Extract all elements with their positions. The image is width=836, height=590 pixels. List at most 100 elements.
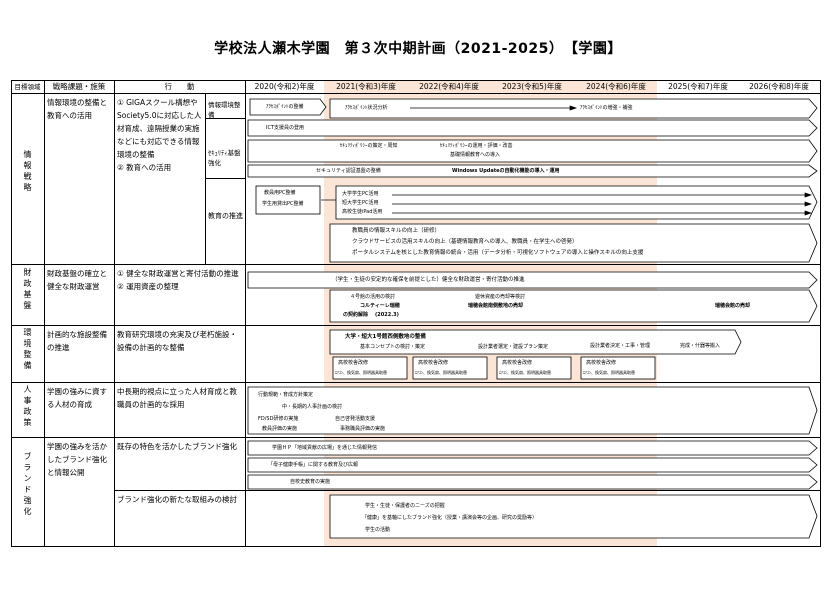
arrow-brand-hp [247,440,818,456]
arrow-security-policy [247,139,818,163]
arrow-hr [247,386,818,435]
header-year-2022: 2022(令和4)年度 [419,82,479,91]
item-cortile-date: (2022.3) [375,312,399,318]
arrow-asset [329,289,818,323]
arrow-brand-book [247,457,818,473]
item-student-activity: 学生の活動 [365,527,391,533]
item-hs-renov-3-detail: ｴｱｺﾝ、換気扇、照明器具取替 [499,370,551,375]
sub-info-env: 情報環境整備 [208,101,241,119]
item-ap-analysis: ｱｸｾｽﾎﾟｲﾝﾄ状況分析 [345,105,388,111]
item-needs: 学生・生徒・保護者のニーズの把握 [365,503,445,509]
item-cortile: コルティーレ瑞穂 [360,303,400,309]
action-info: ① GIGAスクール構想やSociety5.0に対応した人材育成、遠隔授業の実施… [117,98,202,172]
item-mch-book: 「母子健康手帳」に関する教育及び広報 [268,462,359,468]
box-hs-renov-1 [332,356,408,380]
item-cloud-skill: クラウドサービスの活用スキルの向上（基礎情報教育への導入、教職員・在学生への啓発… [352,239,578,245]
item-concept: 基本コンセプトの検討・策定 [360,344,426,350]
item-west-site: 大学・短大1号館西側敷地の整備 [345,334,426,340]
item-hs-renov-2: 高校校舎改修 [418,360,449,366]
action-brand-new: ブランド強化の新たな取組みの検討 [117,495,237,504]
strategy-hr: 学園の強みに資する人材の育成 [47,387,107,409]
item-ap-setup: ｱｸｾｽﾎﾟｲﾝﾄの整備 [266,104,304,110]
item-hs-renov-4-detail: ｴｱｺﾝ、換気扇、照明器具取替 [583,370,635,375]
item-fdsd: FD/SD研修の実施 [258,416,299,422]
item-ict: ICT支援員の登用 [266,125,305,131]
item-cortile-cancel: の契約解除 [343,312,369,318]
action-env: 教育研究環境の充実及び老朽施設・設備の計画的な整備 [117,330,237,352]
item-sec-policy: ｾｷｭﾘﾃｨﾎﾟﾘｼｰの策定・周知 [340,143,398,149]
item-self-dev: 自己啓発活動支援 [335,416,376,422]
box-hs-renov-4 [580,356,656,380]
item-idle-asset: 遊休資産の売却等検討 [475,294,526,300]
item-design-select: 設計業者選定・建設プラン策定 [478,344,549,350]
arrow-site [329,329,742,355]
item-hs-renov-4: 高校校舎改修 [586,360,617,366]
box-pc-setup [255,185,321,215]
page-title: 学校法人瀬木学園 第３次中期計画（2021-2025） 【学園】 [214,41,622,57]
item-portal: ポータルシステムを核とした教育情報の統合・活用（データ分析・可視化ソフトウェアの… [352,250,644,256]
item-mizuho-south: 瑞穂会館南側敷地の売却 [468,303,524,309]
sub-security: ｾｷｭﾘﾃｨ基盤強化 [208,149,241,167]
arrow-ict [247,119,818,137]
arrow-brand-new [329,494,818,539]
item-complete: 完成・什器等搬入 [680,343,721,349]
item-hs-ipad: 高校生徒iPad活用 [342,209,383,215]
area-info: 情報戦略 [23,150,32,194]
arrow-ap-setup [249,98,327,116]
item-hr-plan: 中・長期的人事計画の検討 [282,404,343,410]
item-health-brand: 「健康」を基軸にしたブランド強化（授業・講演会等の企画、研究の奨励等） [362,515,538,521]
area-hr: 人事政策 [23,385,32,429]
action-hr: 中長期的視点に立った人材育成と教職員の計画的な採用 [117,387,237,409]
strategy-brand: 学園の強みを活かしたブランド強化と情報公開 [47,442,107,477]
box-hs-renov-3 [496,356,572,380]
item-design-decide: 設計業者決定・工事・管理 [590,343,651,349]
strategy-finance: 財政基盤の確立と健全な財政運営 [47,269,107,291]
arrow-finance-main [247,271,818,289]
item-teacher-pc: 教員用PC整備 [264,190,296,196]
item-hs-renov-1-detail: ｴｱｺﾝ、換気扇、照明器具取替 [335,370,387,375]
arrow-skills [329,223,818,263]
header-action: 行 動 [164,82,195,91]
item-hs-renov-1: 高校校舎改修 [338,360,369,366]
action-finance: ① 健全な財政運営と寄付活動の推進 ② 運用資産の整理 [117,269,239,291]
header-area: 目標領域 [14,83,41,91]
arrow-pc-use [335,185,818,220]
item-finance-main: （学生・生徒の安定的な確保を前提とした）健全な財政運営・寄付活動の推進 [332,277,525,283]
header-year-2023: 2023(令和5)年度 [502,82,562,91]
area-env: 環境整備 [23,328,32,372]
item-staff-eval: 事務職員評価の実施 [340,426,386,432]
header-year-2025: 2025(令和7)年度 [668,82,728,91]
item-bldg4: ４号館の活用の検討 [350,294,396,300]
item-win-update: Windows Updateの自動化機能の導入・運用 [452,168,560,174]
arrow-brand-history [247,474,818,490]
box-hs-renov-2 [412,356,488,380]
header-strategy: 戦略課題・施策 [52,82,106,91]
item-conduct: 行動規範・育成方針策定 [258,392,314,398]
strategy-info: 情報環境の整備と教育への活用 [47,98,107,120]
item-univ-pc: 大学学生PC活用 [342,191,379,197]
item-student-pc: 学生用貸出PC整備 [262,201,304,207]
item-hs-renov-3: 高校校舎改修 [502,360,533,366]
header-year-2020: 2020(令和2)年度 [254,82,315,91]
item-sec-auth: セキュリティ認証基盤の整備 [316,168,381,174]
strategy-env: 計画的な施設整備の推進 [47,330,107,352]
header-year-2026: 2026(令和8)年度 [749,82,809,91]
action-brand-existing: 既存の特色を活かしたブランド強化 [117,442,237,451]
item-teacher-eval: 教員評価の実施 [262,426,298,432]
item-history-edu: 自校史教育の実施 [290,479,331,485]
header-year-2021: 2021(令和3)年度 [336,82,396,91]
arrow-security-auth [247,164,818,178]
area-brand: ブランド強化 [23,452,32,518]
sub-edu-use: 教育の推進 [208,212,243,220]
item-sec-edu: 基礎情報教育への導入 [450,152,501,158]
area-finance: 財政基盤 [23,268,32,312]
item-staff-skill: 教職員の情報スキルの向上（研修） [352,228,441,234]
item-hp-info: 学園ＨＰ「地域貢献の広場」を通じた情報発信 [272,445,378,451]
item-hs-renov-2-detail: ｴｱｺﾝ、換気扇、照明器具取替 [415,370,467,375]
header-year-2024: 2024(令和6)年度 [586,82,646,91]
item-sec-ops: ｾｷｭﾘﾃｨﾎﾟﾘｼｰの運用・評価・改善 [440,143,513,149]
item-ap-upgrade: ｱｸｾｽﾎﾟｲﾝﾄの増強・補強 [580,105,633,111]
item-jc-pc: 短大学生PC活用 [342,200,379,206]
item-mizuho-hall: 瑞穂会館の売却 [715,303,751,309]
